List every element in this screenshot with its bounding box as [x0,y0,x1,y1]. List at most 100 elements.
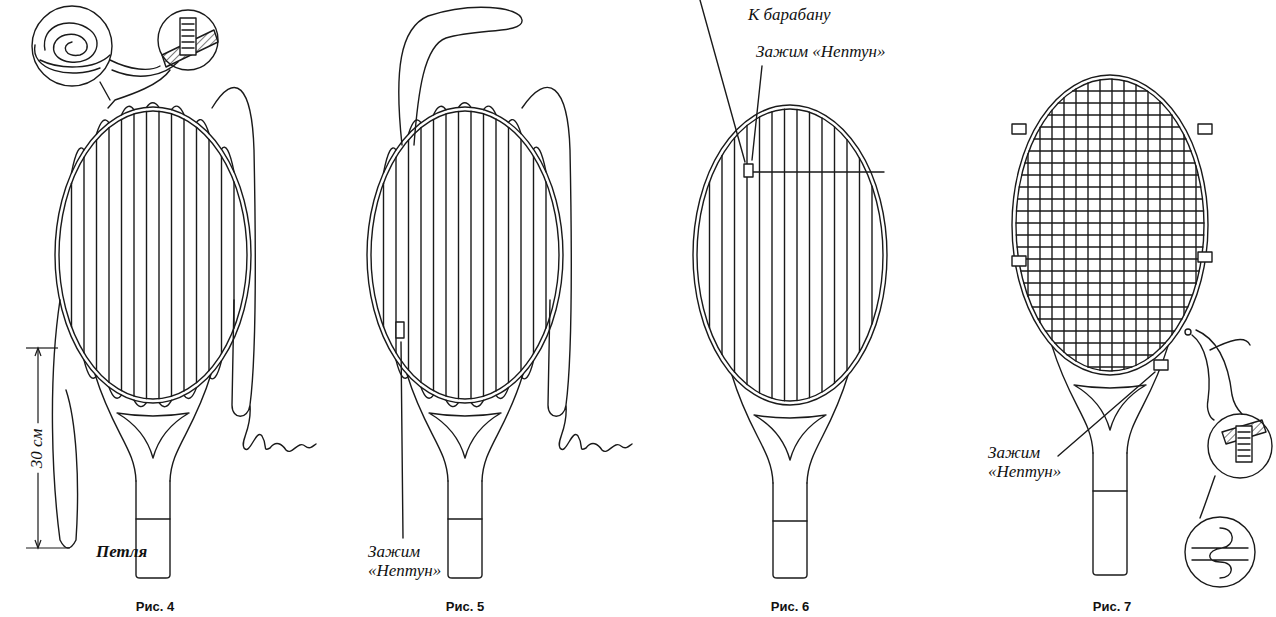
main-string [1051,110,1052,340]
throat-opening [429,413,501,458]
figure-number: Рис. 5 [446,600,484,614]
inset-circle [32,6,112,86]
grip-edge [136,518,170,519]
dimension-label: 30 см [29,428,48,468]
neptune-clamp [1012,256,1026,266]
cross-string [1040,126,1179,127]
main-string [445,114,446,396]
main-string [420,128,421,383]
inset-circle [1208,414,1272,478]
main-string [1183,135,1184,315]
cross-string [1073,90,1148,91]
neptune-clamp [1012,124,1026,134]
string-loop [147,103,160,108]
dimension-line [37,473,38,548]
racket-head-inner [697,109,883,401]
grommet [1236,426,1252,462]
racket-head-inner [371,111,559,399]
main-string [208,139,209,370]
part-label: К барабану [748,6,831,25]
main-string [520,139,521,370]
string-loop [197,120,210,134]
main-string [483,114,484,396]
cross-string [1016,210,1203,211]
cross-string [1025,162,1195,163]
neptune-clamp [1198,124,1212,134]
leader-line [1058,372,1155,456]
tennis-racket [55,103,251,578]
main-string [1111,79,1112,371]
neptune-clamp [1198,252,1212,262]
string-loop [134,400,147,406]
string-loop [446,400,459,406]
throat-opening [1074,385,1146,430]
cross-string [1088,366,1132,367]
string-loop [72,148,85,173]
cross-string [1019,258,1202,259]
string-loop [496,388,509,399]
main-string [821,118,822,392]
main-string [533,156,534,353]
extension-line [26,347,58,348]
main-string [1039,128,1040,323]
racket-handle [773,483,807,578]
cross-string [1028,294,1193,295]
part-label: Зажим «Нептун» [988,444,1078,481]
dimension-arrow [35,540,41,548]
main-string [834,127,835,383]
inset-circle [1185,517,1255,587]
string-knot [35,23,110,73]
string-loop [222,147,235,172]
main-string [734,138,735,372]
knot-point [1185,329,1191,335]
main-string [158,111,159,398]
grip-edge [1093,490,1127,491]
racket-head [55,107,251,403]
leader-line [401,342,403,538]
main-string [1195,166,1196,284]
cross-string [1021,270,1199,271]
main-string [171,114,172,396]
main-string [408,140,409,370]
tennis-racket [367,103,563,578]
main-string [458,111,459,398]
string-knot [1192,528,1248,578]
main-string [709,182,710,328]
string-loop [159,400,172,406]
cross-string [1016,222,1204,223]
inset-circle [158,10,218,70]
neptune-clamp [1154,360,1168,370]
main-string [1123,81,1124,370]
part-label: Петля [96,543,147,562]
string-loop [396,360,409,378]
cross-string [1017,246,1203,247]
inset-leader [1192,330,1250,420]
string-loop [109,387,122,398]
string-loop [484,106,497,114]
string-loop [521,361,534,379]
main-string [121,119,122,390]
string-loop [84,360,97,378]
main-string [1099,80,1100,370]
racket-handle [448,481,482,578]
cross-string [1018,198,1203,199]
grip-edge [773,520,807,521]
neptune-clamp [744,164,753,177]
main-string [809,112,810,398]
cross-string [1067,354,1153,355]
string-loop [384,148,397,173]
string-coil [399,7,522,145]
part-label: Зажим «Нептун» [756,43,885,62]
figure-number: Рис. 4 [136,600,174,614]
main-string [96,140,97,370]
grommet-ridges [182,24,194,48]
main-string [470,111,471,398]
cross-string [752,171,884,172]
main-string [221,156,222,353]
main-string [1075,89,1076,361]
main-string [196,127,197,382]
racket-head [693,105,887,405]
cross-string [1038,318,1182,319]
cross-string [1024,282,1197,283]
